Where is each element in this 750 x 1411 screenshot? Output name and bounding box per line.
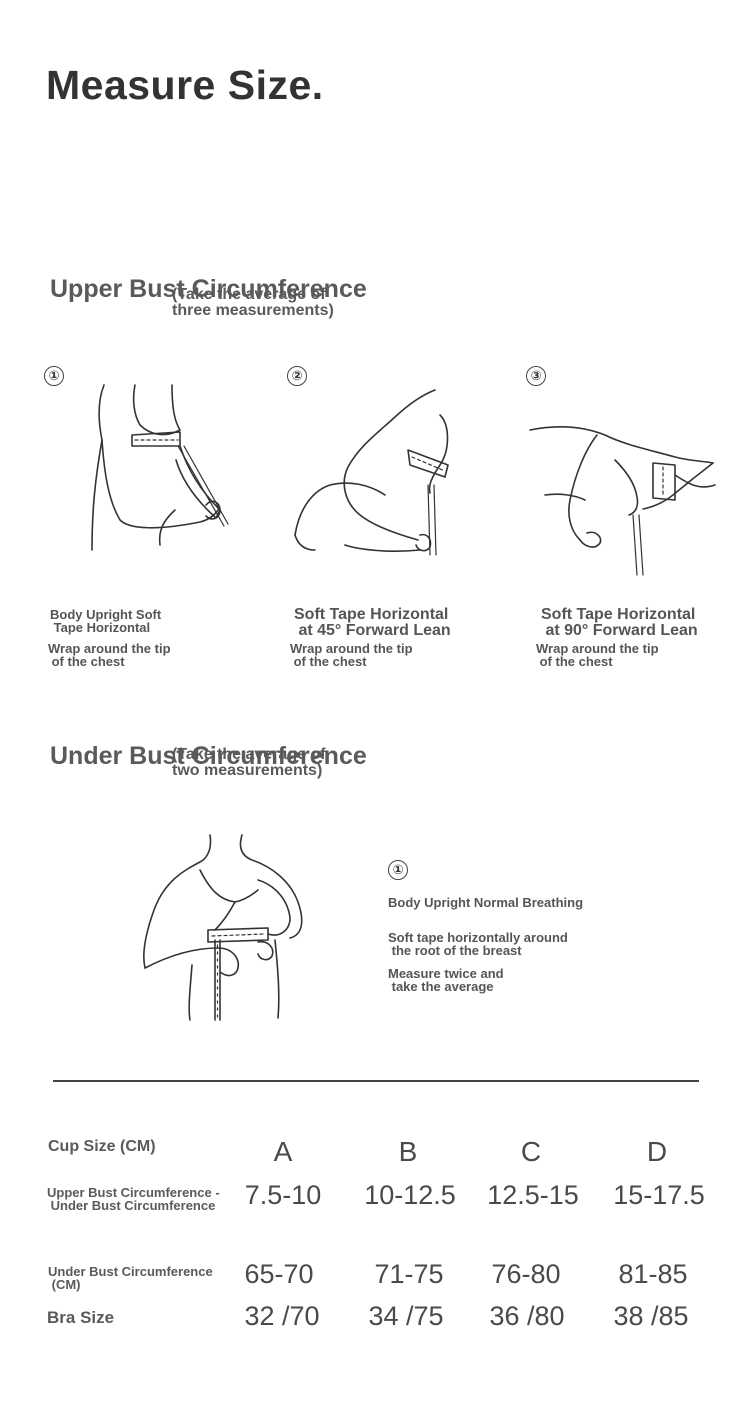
bra-size-d: 38 /85 [613, 1301, 689, 1331]
page-title: Measure Size. [46, 62, 324, 108]
step-2-detail: Wrap around the tip of the chest [290, 641, 413, 669]
step-3-detail: Wrap around the tip of the chest [536, 641, 659, 669]
under-bust-note: (Take the average of two measurements) [172, 746, 326, 779]
cup-size-label: Cup Size (CM) [48, 1138, 156, 1155]
under-step-number: ① [388, 860, 408, 880]
cup-b: B [398, 1136, 418, 1167]
step-3-number: ③ [526, 366, 546, 386]
under-step-line-1: Body Upright Normal Breathing [388, 895, 584, 910]
section-divider [53, 1080, 699, 1082]
under-bust-illustration [143, 834, 303, 1021]
under-step-line-2: Soft tape horizontally around the root o… [388, 930, 568, 958]
difference-d: 15-17.5 [613, 1180, 705, 1210]
difference-label: Upper Bust Circumference - Under Bust Ci… [47, 1185, 220, 1213]
under-bust-a: 65-70 [244, 1259, 314, 1289]
cup-d: D [646, 1136, 668, 1167]
upright-measure-illustration [91, 384, 229, 551]
forward-lean-90-illustration [529, 425, 716, 576]
under-bust-b: 71-75 [374, 1259, 444, 1289]
under-step-line-3: Measure twice and take the average [388, 966, 504, 994]
difference-c: 12.5-15 [487, 1180, 579, 1210]
under-bust-heading: Under Bust Circumference [50, 742, 367, 770]
step-1-detail: Wrap around the tip of the chest [48, 641, 171, 669]
step-1-caption: Body Upright Soft Tape Horizontal [50, 607, 162, 635]
cup-a: A [273, 1136, 293, 1167]
cup-c: C [520, 1136, 542, 1167]
step-2-caption: Soft Tape Horizontal at 45° Forward Lean [294, 606, 451, 639]
upper-bust-heading: Upper Bust Circumference [50, 275, 367, 303]
bra-size-a: 32 /70 [244, 1301, 320, 1331]
step-2-number: ② [287, 366, 307, 386]
upper-bust-note: (Take the average of three measurements) [172, 286, 334, 319]
under-bust-d: 81-85 [618, 1259, 688, 1289]
under-bust-c: 76-80 [491, 1259, 561, 1289]
difference-a: 7.5-10 [244, 1180, 322, 1210]
bra-size-label: Bra Size [47, 1308, 115, 1327]
bra-size-b: 34 /75 [368, 1301, 444, 1331]
under-bust-cm-label: Under Bust Circumference (CM) [48, 1264, 213, 1292]
difference-b: 10-12.5 [364, 1180, 456, 1210]
bra-size-c: 36 /80 [489, 1301, 565, 1331]
step-1-number: ① [44, 366, 64, 386]
forward-lean-45-illustration [294, 389, 449, 556]
step-3-caption: Soft Tape Horizontal at 90° Forward Lean [541, 606, 698, 639]
